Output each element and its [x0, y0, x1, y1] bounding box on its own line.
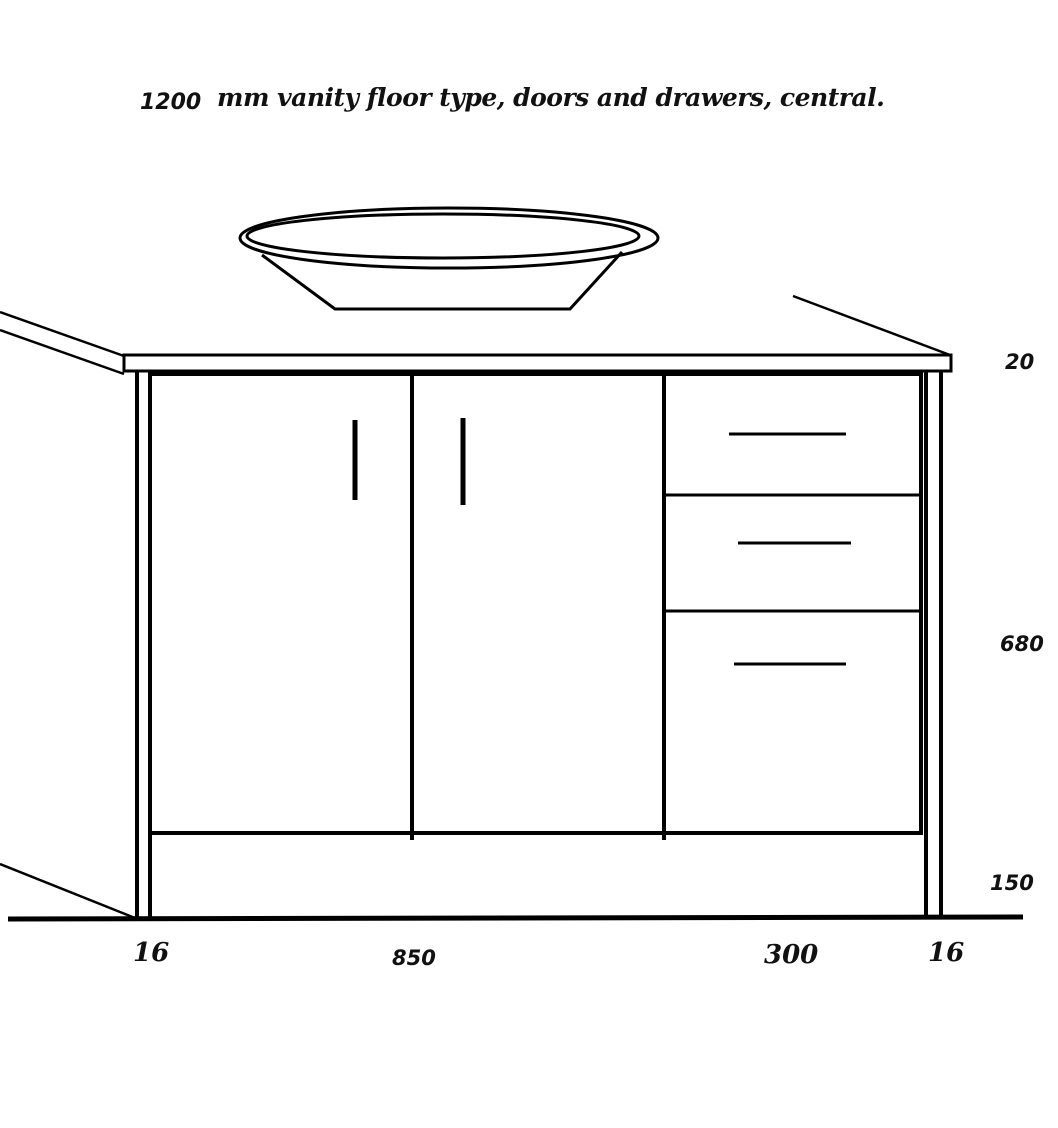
title-size: 1200: [140, 90, 202, 115]
wall-lines: [0, 294, 951, 920]
dim-left-side: 16: [133, 938, 170, 968]
dim-door-width: 850: [392, 946, 436, 970]
cabinet: [135, 372, 943, 918]
dim-body-height: 680: [1000, 632, 1044, 656]
dim-benchtop: 20: [1005, 350, 1035, 374]
title-text: mm vanity floor type, doors and drawers,…: [217, 83, 885, 112]
dim-right-side: 16: [928, 938, 965, 968]
dim-kick-height: 150: [990, 871, 1034, 895]
dim-drawer-width: 300: [764, 940, 819, 970]
drawer-handles: [729, 432, 851, 666]
floor-line: [7, 914, 1024, 922]
basin: [238, 206, 660, 311]
benchtop: [122, 353, 953, 373]
handles: [352, 418, 466, 505]
